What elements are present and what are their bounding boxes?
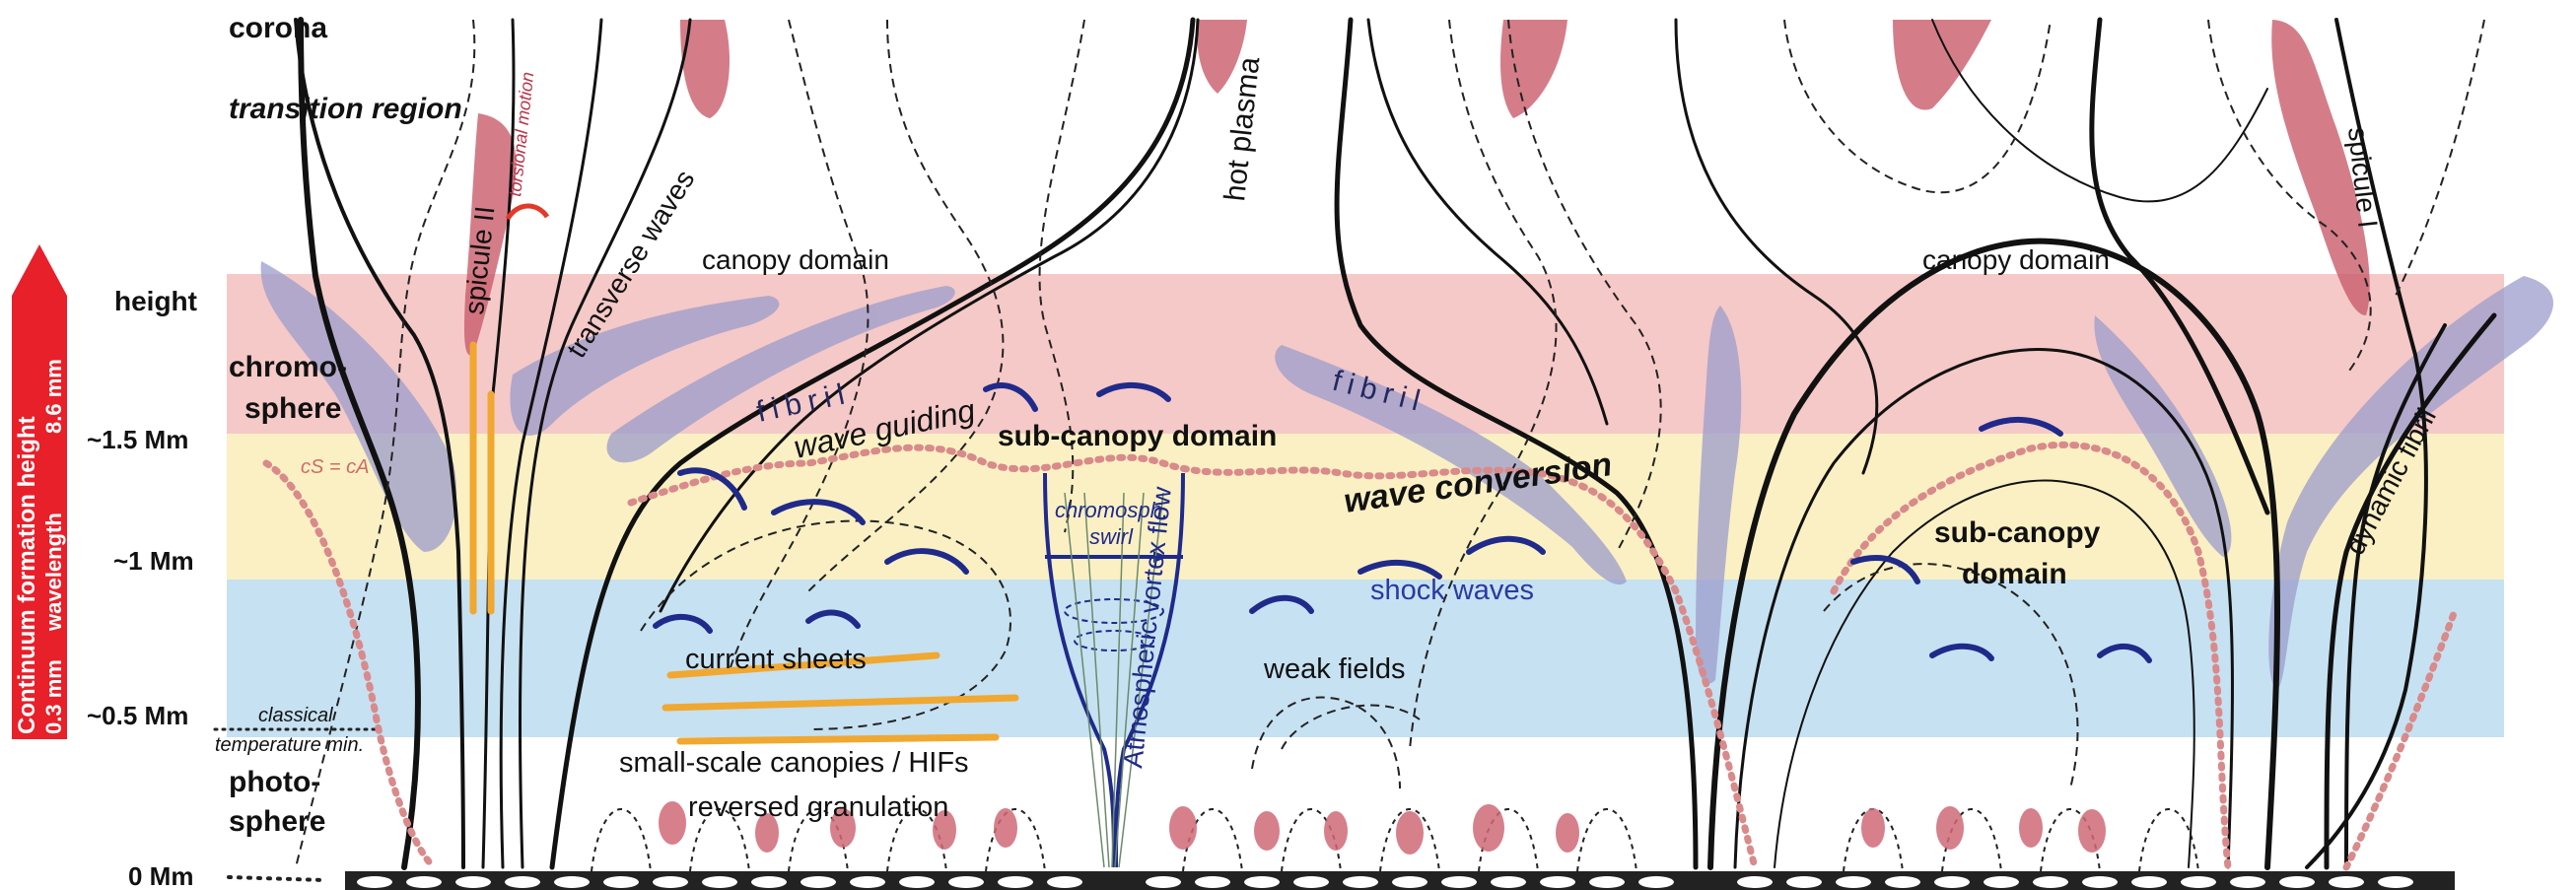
tick-1-5mm: ~1.5 Mm [87,425,188,454]
small-scale-canopies-label: small-scale canopies / HIFs [619,747,969,779]
photosphere-label-line1: photo- [229,766,320,798]
sub-canopy-center-label: sub-canopy domain [998,420,1277,452]
tick-0mm-dotted-line [229,877,325,880]
shock-waves-label: shock waves [1370,575,1534,606]
torsional-motion-arc [508,206,547,219]
reversed-granulation-label: reversed granulation [688,791,948,823]
tick-0mm: 0 Mm [128,861,193,890]
chromosphere-label-line2: sphere [244,392,341,425]
photosphere-label-line2: sphere [229,805,325,838]
sub-canopy-right-line1: sub-canopy [1934,516,2101,549]
sub-canopy-right-line2: domain [1962,558,2067,590]
chromosphere-label-line1: chromo- [229,351,347,383]
transition-region-label: transition region [229,93,462,125]
granulation-row [345,801,2455,890]
cs-ca-label: cS = cA [301,456,369,478]
height-label: height [114,286,197,316]
corona-label: corona [229,12,327,44]
classical-tmin-line2: temperature min. [215,734,364,756]
tick-1mm: ~1 Mm [113,546,194,576]
tick-0-5mm: ~0.5 Mm [87,701,188,730]
arrow-label-line2c: 8.6 mm [41,359,66,434]
classical-tmin-line1: classical [258,705,333,726]
canopy-domain-right-label: canopy domain [1922,244,2110,275]
arrow-label-line1: Continuum formation height [14,416,40,734]
weak-fields-label: weak fields [1263,653,1405,685]
canopy-domain-left-label: canopy domain [702,244,889,275]
arrow-label-line2b: wavelength [41,513,66,632]
current-sheets-label: current sheets [685,644,867,675]
height-arrow-head [12,244,67,296]
swirl-label-line2: swirl [1089,524,1134,549]
arrow-label-line2a: 0.3 mm [41,659,66,734]
